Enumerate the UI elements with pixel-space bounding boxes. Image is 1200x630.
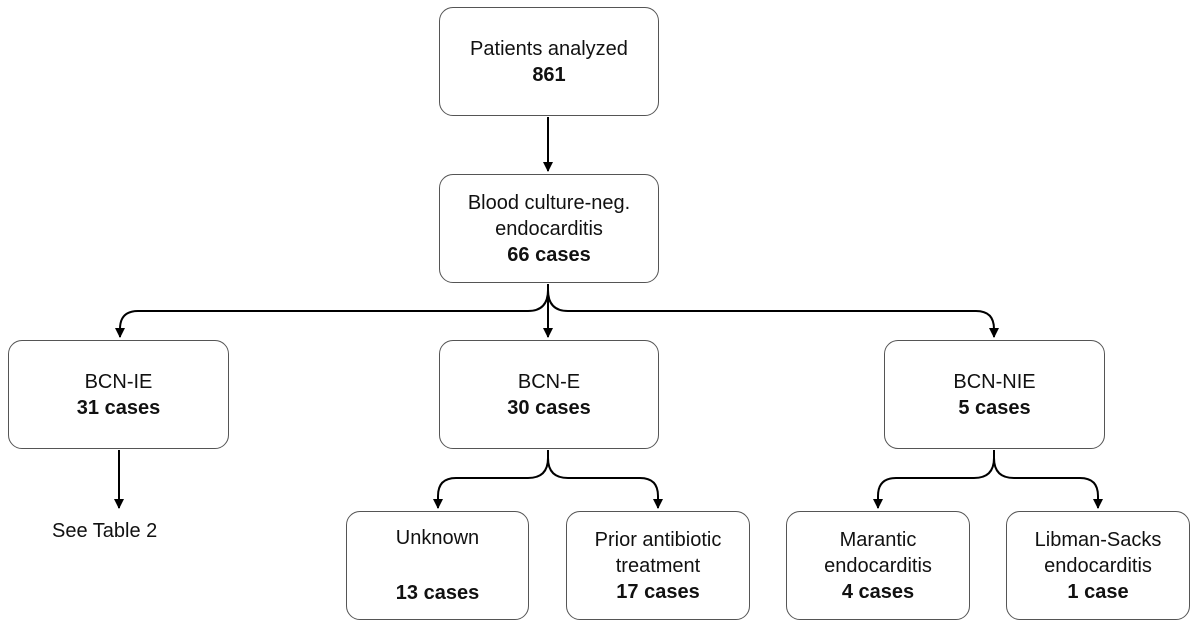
node-count: 4 cases bbox=[841, 580, 915, 603]
node-label-line2: endocarditis bbox=[824, 554, 932, 577]
node-label: Unknown bbox=[395, 527, 480, 549]
node-label: BCN-IE bbox=[84, 370, 153, 393]
node-label-line2: endocarditis bbox=[1044, 554, 1152, 577]
node-label-line1: Libman-Sacks bbox=[1034, 528, 1162, 551]
node-marantic-endocarditis: Marantic endocarditis 4 cases bbox=[786, 511, 970, 620]
node-label-line2: endocarditis bbox=[495, 217, 603, 240]
node-count: 31 cases bbox=[76, 396, 161, 419]
node-count: 66 cases bbox=[507, 243, 591, 266]
node-count: 30 cases bbox=[507, 396, 591, 419]
node-label-line1: Marantic bbox=[839, 528, 917, 551]
node-label: BCN-NIE bbox=[953, 370, 1036, 393]
arrow-bcn-e-to-prior bbox=[547, 450, 663, 509]
node-count: 5 cases bbox=[958, 396, 1031, 419]
node-count: 17 cases bbox=[616, 580, 700, 603]
node-label: BCN-E bbox=[517, 370, 581, 393]
node-blood-culture-negative-endocarditis: Blood culture-neg. endocarditis 66 cases bbox=[439, 174, 659, 283]
node-count: 1 case bbox=[1067, 580, 1129, 603]
arrow-bcn-nie-to-marantic bbox=[873, 450, 995, 509]
node-count: 13 cases bbox=[395, 582, 480, 604]
node-label: Patients analyzed bbox=[470, 37, 628, 60]
node-label-line2: treatment bbox=[615, 554, 701, 577]
node-libman-sacks-endocarditis: Libman-Sacks endocarditis 1 case bbox=[1006, 511, 1190, 620]
arrow-bcne-to-bcn-nie bbox=[547, 289, 999, 338]
node-label-line1: Blood culture-neg. bbox=[467, 191, 631, 214]
arrow-bcn-e-to-unknown bbox=[433, 450, 549, 509]
node-patients-analyzed: Patients analyzed 861 bbox=[439, 7, 659, 116]
arrow-bcn-nie-to-libman bbox=[993, 450, 1103, 509]
node-bcn-ie: BCN-IE 31 cases bbox=[8, 340, 229, 449]
node-bcn-e: BCN-E 30 cases bbox=[439, 340, 659, 449]
node-label-line1: Prior antibiotic bbox=[594, 528, 722, 551]
node-bcn-nie: BCN-NIE 5 cases bbox=[884, 340, 1105, 449]
note-see-table: See Table 2 bbox=[52, 520, 158, 542]
node-count: 861 bbox=[532, 63, 566, 86]
node-unknown: Unknown 13 cases bbox=[346, 511, 529, 620]
node-prior-antibiotic-treatment: Prior antibiotic treatment 17 cases bbox=[566, 511, 750, 620]
arrow-bcne-to-bcn-ie bbox=[115, 289, 549, 338]
